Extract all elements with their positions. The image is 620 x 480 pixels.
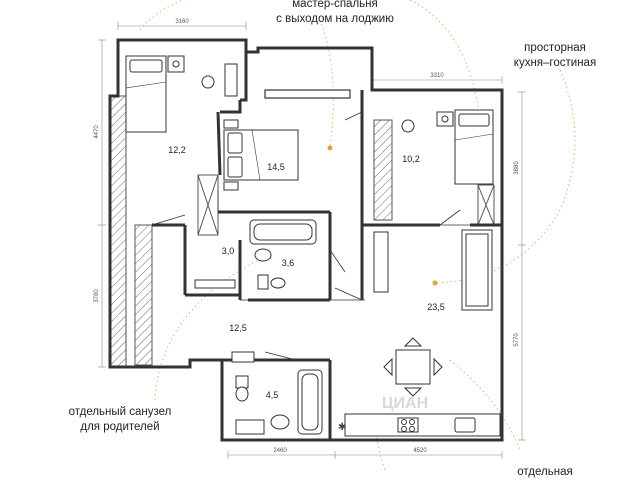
loggia-rail (258, 47, 373, 90)
dining-table (395, 349, 431, 385)
room-labels: 12,2 14,5 10,2 3,0 3,6 12,5 23,5 4,5 (168, 145, 445, 400)
dim-top-right: 3310 (430, 73, 444, 79)
area-hall: 12,5 (229, 323, 247, 333)
dimension-lines (98, 22, 526, 459)
callout-master-bedroom: мастер-спальня с выходом на лоджию (276, 0, 394, 25)
area-bathroom-parents: 4,5 (266, 390, 279, 400)
dim-bottom-right: 4520 (413, 448, 427, 454)
callout-parents-bathroom: отдельный санузел для родителей (68, 406, 172, 433)
callout-bottom-right: отдельная (517, 466, 573, 478)
furniture (125, 55, 501, 437)
snowflake-icon: ✱ (338, 422, 346, 433)
window-top (264, 89, 351, 99)
doors (151, 111, 470, 361)
area-bathroom-main: 3,6 (282, 258, 295, 268)
watermark: ЦИАН (382, 395, 428, 412)
dim-top-left: 3160 (175, 19, 189, 25)
area-bedroom-left: 12,2 (168, 145, 186, 155)
kitchen-counter (344, 413, 501, 437)
callout-leaders (139, 0, 576, 471)
area-bedroom-right: 10,2 (402, 154, 420, 164)
dim-bottom-left: 2460 (273, 448, 287, 454)
dim-left-upper: 4470 (94, 125, 100, 139)
area-kitchen-living: 23,5 (427, 302, 445, 312)
area-storage: 3,0 (222, 246, 235, 256)
callout-kitchen-living: просторная кухня–гостиная (513, 42, 597, 69)
dim-left-lower: 3780 (94, 289, 100, 303)
dimension-labels: 3160 3310 2460 4520 4470 3780 3880 5770 (94, 19, 520, 454)
dim-right-lower: 5770 (514, 333, 520, 347)
area-master-bedroom: 14,5 (267, 162, 285, 172)
dim-right-upper: 3880 (514, 161, 520, 175)
walls (108, 38, 504, 442)
